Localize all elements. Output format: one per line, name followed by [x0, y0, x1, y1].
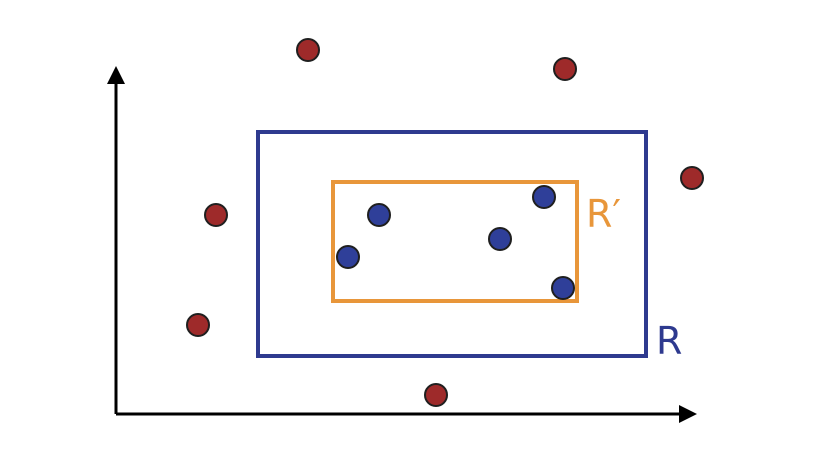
outside-point	[553, 57, 577, 81]
outside-points	[186, 38, 704, 407]
inside-point	[367, 203, 391, 227]
inner-rectangle-r-prime	[331, 180, 579, 303]
inside-point	[532, 185, 556, 209]
outside-point	[680, 166, 704, 190]
inside-point	[336, 245, 360, 269]
outer-rectangle-label: R	[656, 319, 682, 363]
outside-point	[186, 313, 210, 337]
y-axis-arrowhead	[107, 66, 125, 84]
inside-point	[488, 227, 512, 251]
inside-points	[336, 185, 575, 300]
outside-point	[424, 383, 448, 407]
axes	[107, 66, 697, 423]
inside-point	[551, 276, 575, 300]
outside-point	[204, 203, 228, 227]
outside-point	[296, 38, 320, 62]
outer-rectangle-r	[256, 130, 648, 358]
inner-rectangle-label: R′	[586, 192, 621, 236]
x-axis-arrowhead	[679, 405, 697, 423]
